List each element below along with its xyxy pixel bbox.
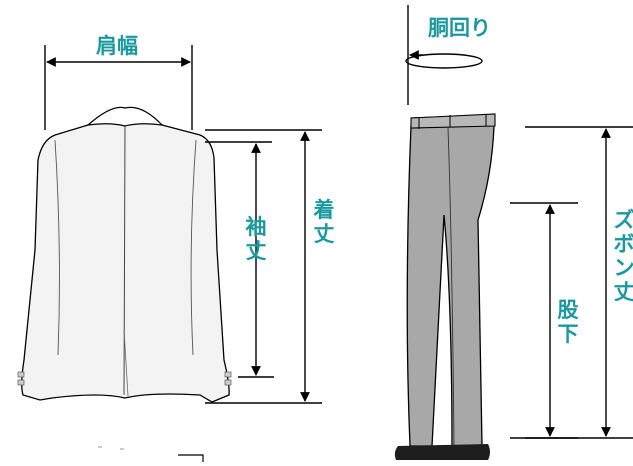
inseam-label: 股下	[557, 298, 579, 346]
waist-dimension	[405, 5, 483, 105]
jacket-length-dimension	[205, 129, 322, 404]
pants-length-label: ズボン丈	[613, 208, 633, 304]
pants-length-dimension	[525, 126, 633, 439]
jacket-collar	[86, 106, 164, 127]
shoe	[394, 444, 490, 460]
jacket-illustration	[17, 106, 232, 403]
pants-body	[406, 114, 495, 449]
jacket-length-label: 着丈	[313, 198, 335, 246]
shoulder-width-label: 肩幅	[96, 34, 138, 58]
sleeve-length-label: 袖丈	[245, 215, 267, 263]
shoulder-width-dimension	[44, 45, 193, 130]
waist-label: 胴回り	[428, 16, 491, 40]
scan-marks	[98, 446, 204, 462]
sleeve-length-dimension	[205, 141, 274, 378]
pants-illustration	[394, 113, 496, 460]
